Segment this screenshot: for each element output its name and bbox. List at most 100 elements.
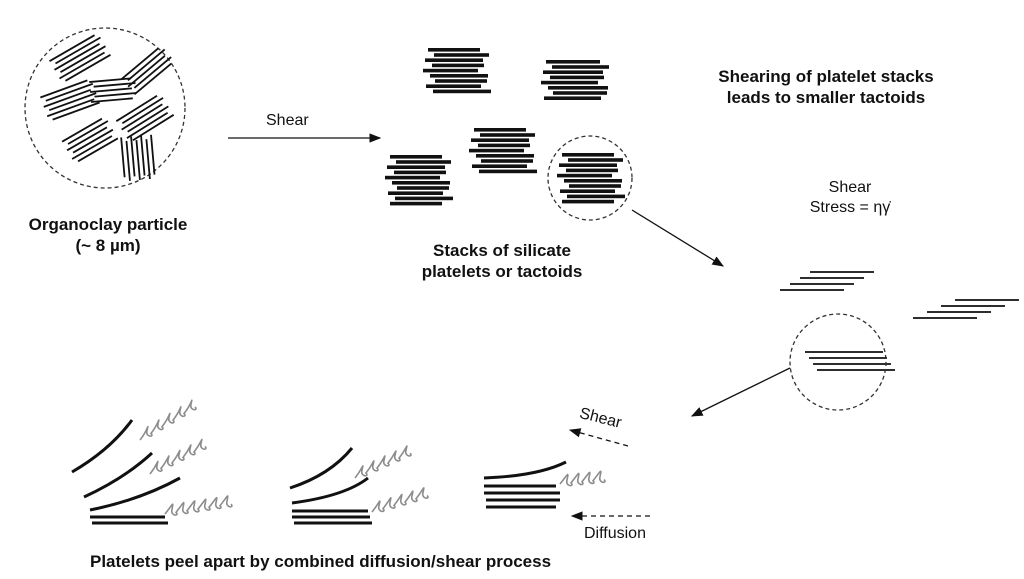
tactoid-platelet: [569, 184, 621, 188]
tactoid-platelet: [390, 201, 442, 206]
tactoid-platelet: [567, 194, 625, 199]
tactoid-stacks: [385, 48, 625, 206]
tactoid-platelet: [428, 48, 480, 52]
platelet: [140, 135, 146, 176]
tactoid-platelet: [397, 186, 449, 190]
tactoid-highlight-circle: [547, 135, 633, 221]
polymer-chain: [354, 445, 412, 479]
platelet: [90, 97, 133, 103]
platelet: [43, 88, 92, 108]
tactoid-platelet: [395, 196, 453, 201]
platelet: [48, 92, 97, 112]
platelet-group: [40, 79, 100, 121]
shear-arrow-2: [631, 209, 724, 267]
platelet: [135, 139, 141, 180]
tactoid-platelet: [546, 60, 600, 64]
diffusion-label: Diffusion: [584, 525, 646, 542]
tactoid-platelet: [552, 65, 609, 69]
shear-dashed-arrow: [568, 428, 629, 447]
platelet: [94, 92, 137, 98]
tactoid-platelet: [434, 53, 489, 57]
platelet: [49, 34, 95, 62]
platelet: [150, 134, 156, 175]
platelet: [59, 51, 105, 80]
platelet-group: [89, 77, 137, 103]
platelet: [127, 55, 166, 88]
platelet: [121, 47, 160, 80]
organoclay-particle: [24, 27, 186, 189]
tactoid-platelet: [564, 179, 622, 183]
tactoid-platelet: [476, 154, 534, 158]
stacks-line-2: platelets or tactoids: [421, 262, 583, 282]
stacks-line-1: Stacks of silicate: [433, 241, 571, 260]
tactoid-platelet: [469, 148, 524, 153]
organoclay-label: Organoclay particle (~ 8 µm): [8, 214, 208, 257]
tactoid-platelet: [543, 70, 603, 74]
peeling-stage-3: [483, 460, 567, 509]
tactoid-platelet: [430, 74, 488, 78]
organoclay-title: Organoclay particle: [28, 215, 188, 234]
platelet: [55, 36, 101, 65]
arrow-to-peeling: [690, 367, 791, 417]
platelet: [133, 62, 172, 96]
shearing-note: Shearing of platelet stacks leads to sma…: [676, 66, 976, 109]
platelet: [120, 137, 126, 178]
tactoid-platelet: [425, 58, 483, 62]
polymer-chain: [371, 487, 429, 513]
platelet-group: [49, 34, 111, 82]
platelet: [133, 56, 172, 89]
tactoid-platelet: [472, 164, 527, 168]
platelet-group: [120, 134, 156, 181]
tactoid-platelet: [394, 170, 446, 175]
organoclay-boundary-circle: [24, 27, 186, 189]
platelet-group: [121, 47, 172, 96]
polymer-chains: [139, 399, 606, 516]
tactoid-platelet: [479, 169, 537, 174]
tactoid-platelet: [560, 189, 615, 193]
platelet: [130, 136, 136, 177]
shear-stress-label: Shear Stress = ηγ̇: [778, 178, 922, 218]
platelet: [45, 82, 94, 102]
tactoid-platelet: [433, 89, 491, 94]
tactoid-platelet: [478, 143, 530, 148]
tactoid-platelet: [559, 163, 617, 167]
stress-formula: Stress = ηγ̇: [809, 199, 891, 216]
polymer-chain: [164, 495, 233, 516]
tactoid-platelet: [568, 158, 623, 162]
tactoid-platelet: [432, 63, 484, 68]
platelet: [126, 111, 169, 139]
platelet: [46, 98, 95, 118]
platelet: [60, 45, 106, 73]
organoclay-size: (~ 8 µm): [75, 236, 141, 256]
tactoid-platelet: [388, 191, 443, 195]
platelet: [132, 114, 175, 142]
tactoid-platelet: [396, 160, 451, 164]
tactoid-platelet: [548, 86, 608, 90]
tactoid-platelet: [387, 165, 445, 169]
polymer-chain: [139, 399, 197, 441]
tactoid-platelet: [385, 175, 440, 180]
platelet: [115, 94, 158, 122]
platelet-group: [115, 94, 175, 142]
tactoid-platelet: [550, 75, 604, 80]
tactoid-platelet: [474, 128, 526, 132]
platelet: [89, 77, 132, 83]
polymer-chain: [559, 470, 606, 487]
platelet: [40, 79, 88, 99]
platelet: [77, 137, 119, 163]
tactoid-platelet: [481, 159, 533, 163]
shearing-line-2: leads to smaller tactoids: [726, 88, 926, 108]
tactoid-platelet: [471, 138, 529, 142]
tactoid-platelet: [562, 153, 614, 157]
platelet: [93, 82, 136, 88]
platelet: [72, 128, 114, 154]
tactoid-platelet: [392, 181, 450, 185]
platelet: [67, 120, 109, 145]
smaller-tactoid-circle: [789, 313, 887, 411]
organoclay-platelet-groups: [40, 34, 175, 181]
platelet: [127, 105, 169, 133]
shearing-line-1: Shearing of platelet stacks: [718, 67, 934, 86]
tactoid-platelet: [562, 199, 614, 204]
tactoid-platelet: [553, 91, 607, 95]
tactoid-platelet: [435, 79, 487, 83]
